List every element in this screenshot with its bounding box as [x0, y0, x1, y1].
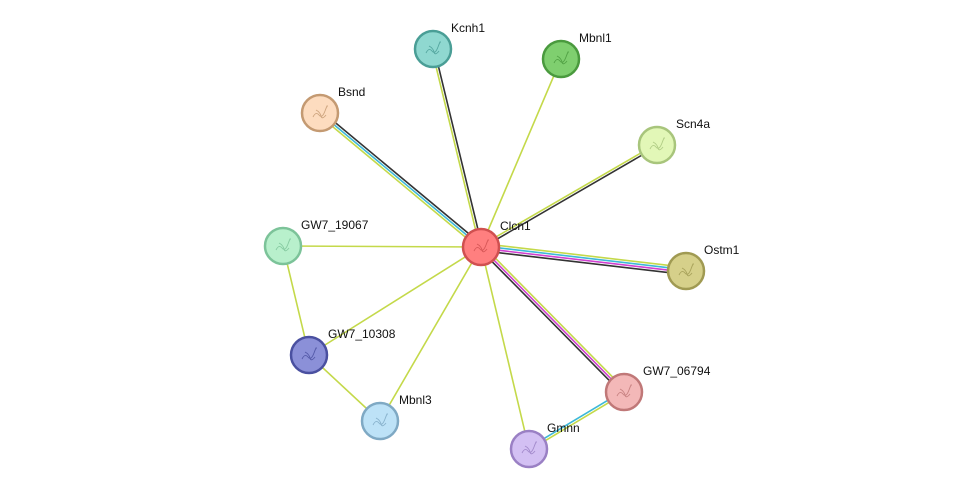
- node-label: Clcn1: [500, 219, 531, 233]
- edge-line: [480, 246, 530, 450]
- edge-clcn1-gw7_06794[interactable]: [478, 244, 627, 395]
- protein-structure-icon: [275, 238, 291, 252]
- edge-clcn1-kcnh1[interactable]: [431, 47, 483, 249]
- edge-clcn1-ostm1[interactable]: [479, 242, 688, 276]
- edge-line: [431, 48, 481, 249]
- edge-clcn1-scn4a[interactable]: [479, 143, 659, 249]
- protein-structure-icon: [425, 41, 441, 55]
- node-label: Ostm1: [704, 243, 740, 257]
- node-gw7_19067[interactable]: GW7_19067: [263, 218, 369, 266]
- edge-line: [479, 143, 658, 247]
- edge-line: [480, 245, 687, 271]
- node-gmnn[interactable]: Gmnn: [509, 421, 580, 469]
- edge-clcn1-mbnl1[interactable]: [480, 58, 562, 248]
- node-bsnd[interactable]: Bsnd: [300, 85, 365, 133]
- node-label: Kcnh1: [451, 21, 485, 35]
- node-mbnl3[interactable]: Mbnl3: [360, 393, 432, 441]
- protein-structure-icon: [301, 347, 317, 361]
- edge-line: [480, 58, 562, 248]
- protein-structure-icon: [372, 413, 388, 427]
- edge-line: [480, 246, 625, 393]
- node-label: Mbnl1: [579, 31, 612, 45]
- edge-line: [480, 242, 688, 269]
- nodes-layer: Clcn1 Kcnh1Mbnl1BsndScn4aGW7_19067Ostm1GW…: [263, 21, 740, 469]
- node-mbnl1[interactable]: Mbnl1: [541, 31, 612, 79]
- edge-line: [319, 112, 482, 248]
- node-label: Mbnl3: [399, 393, 432, 407]
- edge-line: [308, 246, 482, 356]
- protein-structure-icon: [553, 51, 569, 65]
- edge-clcn1-mbnl3[interactable]: [379, 246, 482, 422]
- edge-line: [480, 247, 687, 273]
- protein-structure-icon: [649, 137, 665, 151]
- edge-line: [433, 47, 483, 248]
- node-label: GW7_06794: [643, 364, 711, 378]
- edge-clcn1-bsnd[interactable]: [317, 110, 484, 250]
- node-gw7_06794[interactable]: GW7_06794: [604, 364, 711, 412]
- node-label: Gmnn: [547, 421, 580, 435]
- edge-line: [379, 246, 482, 422]
- node-kcnh1[interactable]: Kcnh1: [413, 21, 485, 69]
- protein-structure-icon: [521, 441, 537, 455]
- protein-structure-icon: [678, 263, 694, 277]
- edge-clcn1-gw7_19067[interactable]: [282, 245, 482, 248]
- protein-structure-icon: [616, 384, 632, 398]
- node-gw7_10308[interactable]: GW7_10308: [289, 327, 396, 375]
- edge-line: [480, 145, 659, 249]
- edge-line: [478, 247, 624, 395]
- edge-line: [479, 249, 687, 276]
- edge-clcn1-gw7_10308[interactable]: [308, 246, 482, 356]
- protein-structure-icon: [473, 239, 489, 253]
- edge-clcn1-gmnn[interactable]: [480, 246, 530, 450]
- node-scn4a[interactable]: Scn4a: [637, 117, 710, 165]
- node-clcn1[interactable]: Clcn1: [461, 219, 531, 267]
- node-ostm1[interactable]: Ostm1: [666, 243, 740, 291]
- node-label: GW7_19067: [301, 218, 369, 232]
- edge-line: [320, 110, 484, 246]
- edge-line: [317, 114, 481, 250]
- node-label: Bsnd: [338, 85, 365, 99]
- edge-line: [282, 245, 482, 248]
- node-label: Scn4a: [676, 117, 710, 131]
- node-label: GW7_10308: [328, 327, 396, 341]
- edge-line: [481, 244, 627, 392]
- protein-structure-icon: [312, 105, 328, 119]
